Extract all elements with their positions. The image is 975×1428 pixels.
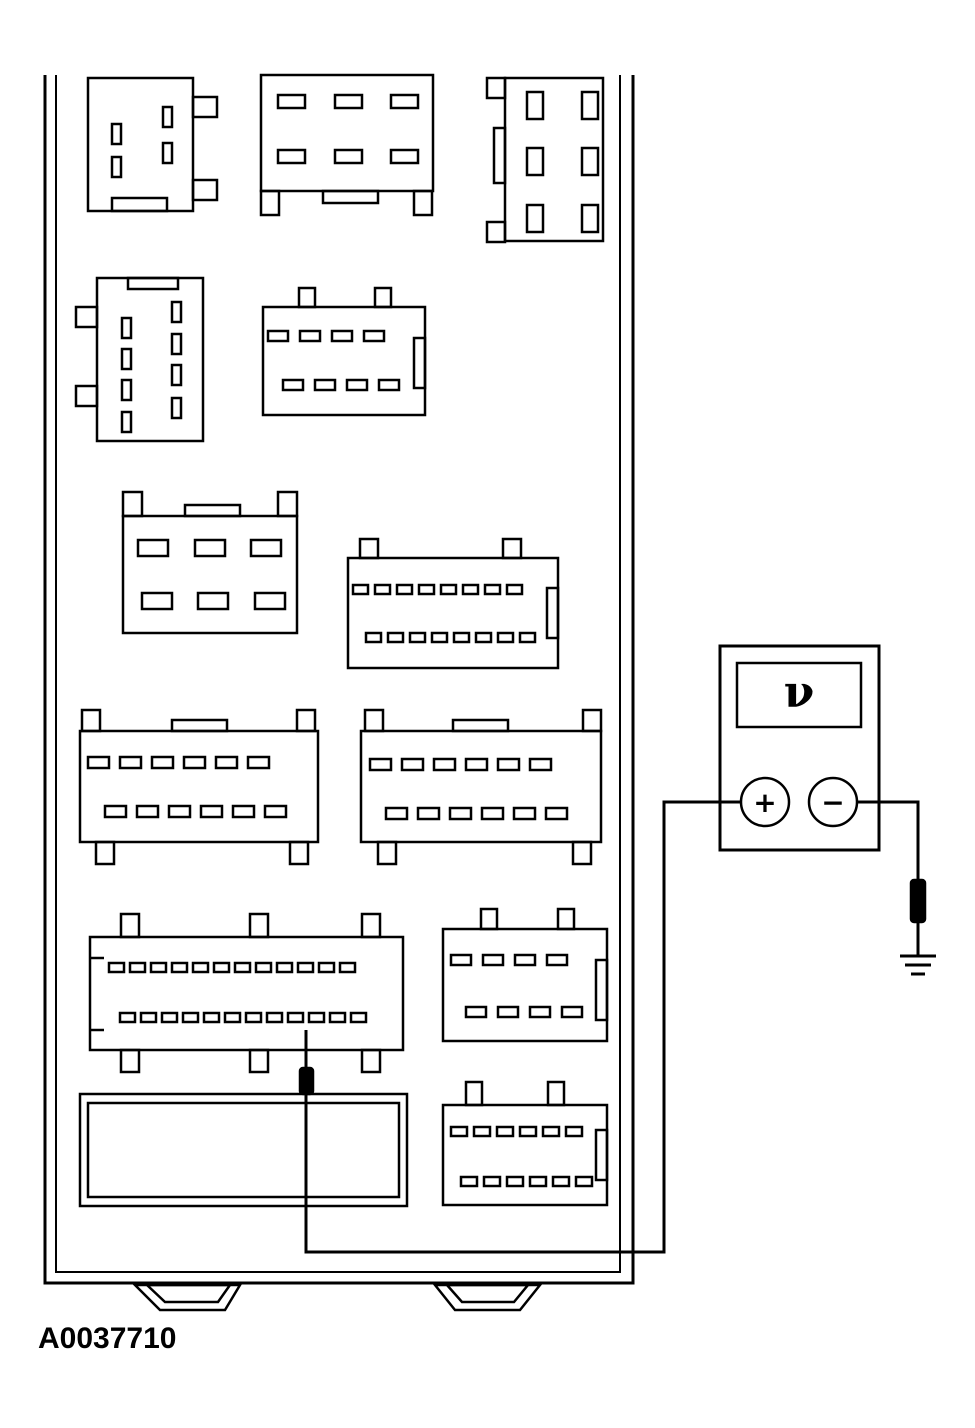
negative-lead — [857, 800, 920, 955]
positive-terminal-sign: + — [753, 786, 776, 819]
negative-terminal-sign: − — [821, 786, 844, 819]
connector-g — [346, 537, 560, 670]
meter-display — [735, 661, 863, 729]
probe-icon — [298, 1066, 315, 1096]
connector-j — [88, 912, 405, 1074]
junction-box-housing — [43, 75, 635, 1312]
connector-i — [359, 708, 603, 866]
mounting-tab-left-inner — [143, 1283, 233, 1304]
ground-clip — [909, 878, 927, 924]
mounting-tab-right-inner — [444, 1283, 531, 1304]
fuse-block-large — [78, 1092, 409, 1208]
connector-k — [441, 907, 609, 1043]
connector-b — [259, 73, 435, 217]
ground-icon — [900, 954, 936, 976]
connector-f — [121, 490, 299, 635]
meter-display-symbol: ν — [784, 667, 815, 718]
connector-a — [86, 76, 219, 213]
figure-reference-id: A0037710 — [38, 1322, 177, 1355]
connector-h — [78, 708, 320, 866]
positive-lead — [304, 800, 741, 1254]
connector-c — [485, 76, 605, 244]
connector-d — [74, 276, 205, 443]
connector-l — [441, 1080, 609, 1207]
connector-e — [261, 286, 427, 417]
